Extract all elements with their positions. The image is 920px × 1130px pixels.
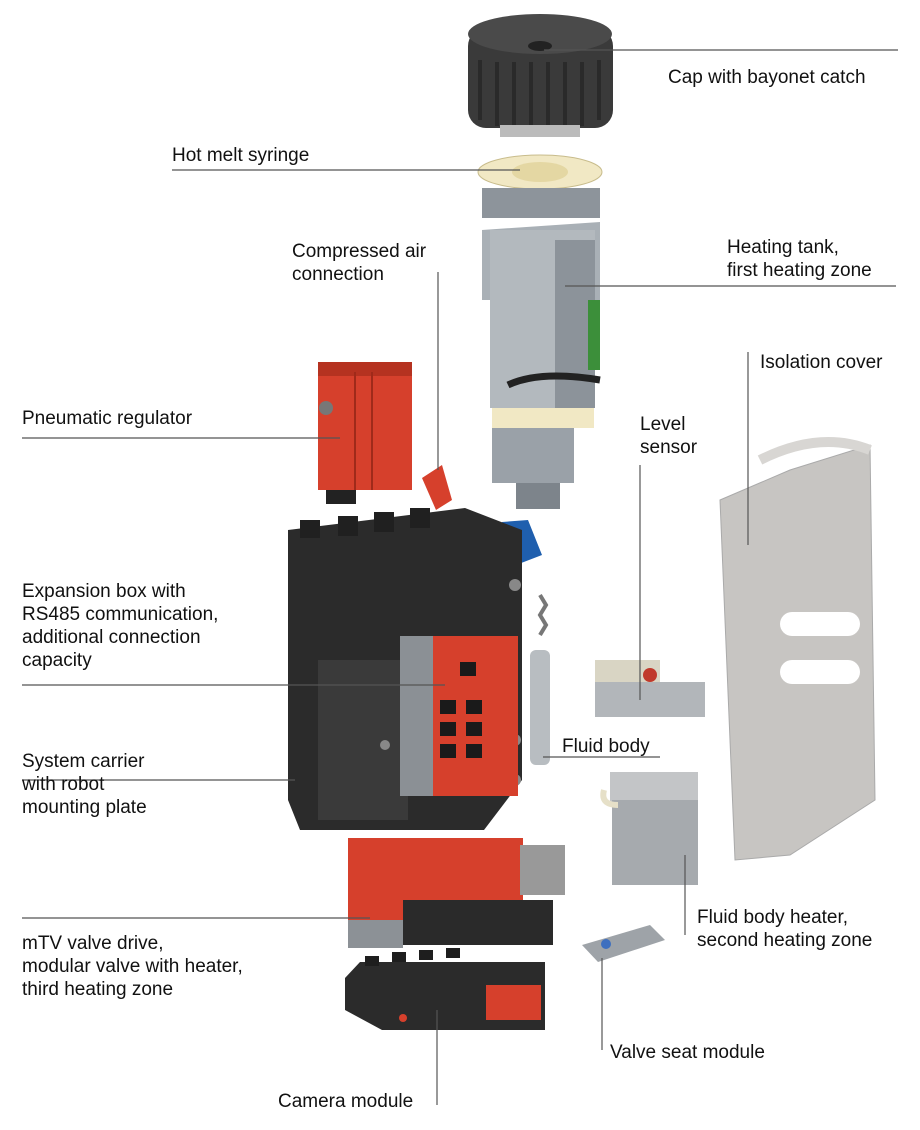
label-cap: Cap with bayonet catch [668,67,866,88]
fluid-body-part [530,593,550,765]
label-valve-seat-module: Valve seat module [610,1042,765,1063]
label-level-sensor: Level sensor [640,414,698,458]
expansion-box-part [400,636,518,796]
label-fluid-body-heater: Fluid body heater, second heating zone [697,907,873,951]
label-pneumatic-regulator: Pneumatic regulator [22,408,193,429]
label-heating-tank: Heating tank, first heating zone [727,237,872,281]
pneumatic-regulator-part [318,362,412,504]
isolation-cover-part [719,437,876,861]
label-isolation-cover: Isolation cover [760,352,883,373]
camera-module-part [345,948,545,1030]
label-fluid-body: Fluid body [562,736,650,757]
valve-seat-part [582,925,665,962]
label-camera-module: Camera module [278,1091,414,1112]
level-sensor-part [595,660,705,717]
heating-tank-part [477,154,603,509]
mtv-valve-drive-part [348,838,565,948]
label-mtv-valve-drive: mTV valve drive, modular valve with heat… [22,933,243,1000]
label-compressed-air: Compressed air connection [292,241,427,285]
leader-lines [22,49,898,1105]
label-hot-melt-syringe: Hot melt syringe [172,145,310,166]
fluid-body-heater-part [600,772,698,885]
label-system-carrier: System carrier with robot mounting plate [22,751,147,818]
cap-part [468,14,613,137]
label-expansion-box: Expansion box with RS485 communication, … [22,581,219,671]
